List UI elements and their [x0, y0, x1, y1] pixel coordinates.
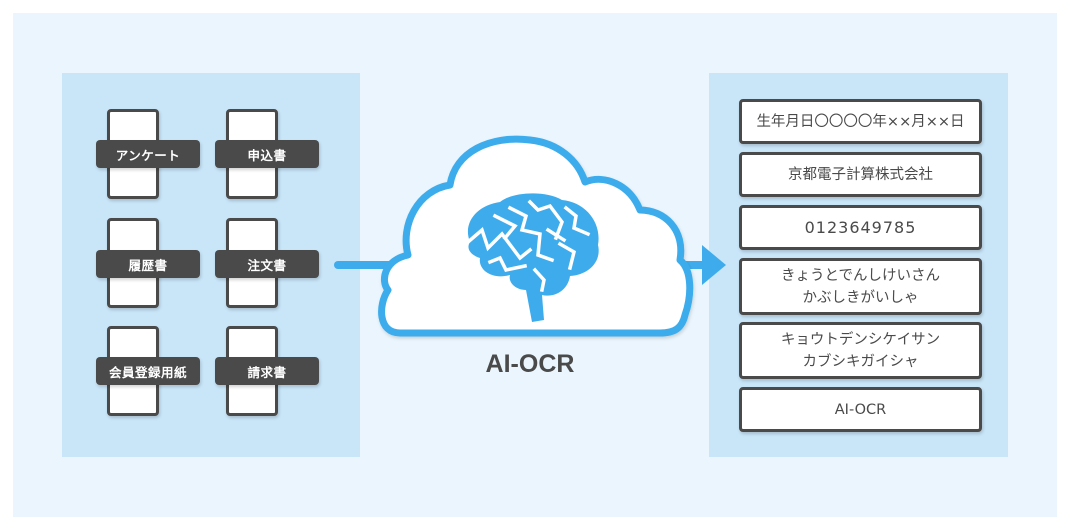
cloud-brain-icon — [334, 135, 726, 337]
result-text: カブシキガイシャ — [802, 353, 919, 370]
result-text: キョウトデンシケイサン — [780, 331, 941, 348]
document-label: 請求書 — [215, 357, 319, 385]
result-box: 京都電子計算株式会社 — [739, 152, 982, 197]
result-box: 0123649785 — [739, 205, 982, 250]
result-text: かぶしきがいしゃ — [802, 289, 919, 306]
result-text: 0123649785 — [804, 217, 917, 237]
result-box: 生年月日〇〇〇〇年××月××日 — [739, 99, 982, 144]
result-box: AI-OCR — [739, 387, 982, 432]
result-text: 生年月日〇〇〇〇年××月××日 — [756, 113, 965, 130]
result-box: きょうとでんしけいさん かぶしきがいしゃ — [739, 258, 982, 315]
result-box: キョウトデンシケイサン カブシキガイシャ — [739, 322, 982, 379]
brain-icon — [465, 193, 599, 322]
document-label: アンケート — [96, 140, 200, 168]
result-text: AI-OCR — [834, 401, 887, 418]
document-label: 申込書 — [215, 140, 319, 168]
cloud-label: AI-OCR — [485, 350, 575, 378]
result-text: 京都電子計算株式会社 — [788, 166, 933, 183]
document-label: 履歴書 — [96, 250, 200, 278]
document-label: 注文書 — [215, 250, 319, 278]
result-text: きょうとでんしけいさん — [780, 267, 941, 284]
document-label: 会員登録用紙 — [96, 357, 200, 385]
